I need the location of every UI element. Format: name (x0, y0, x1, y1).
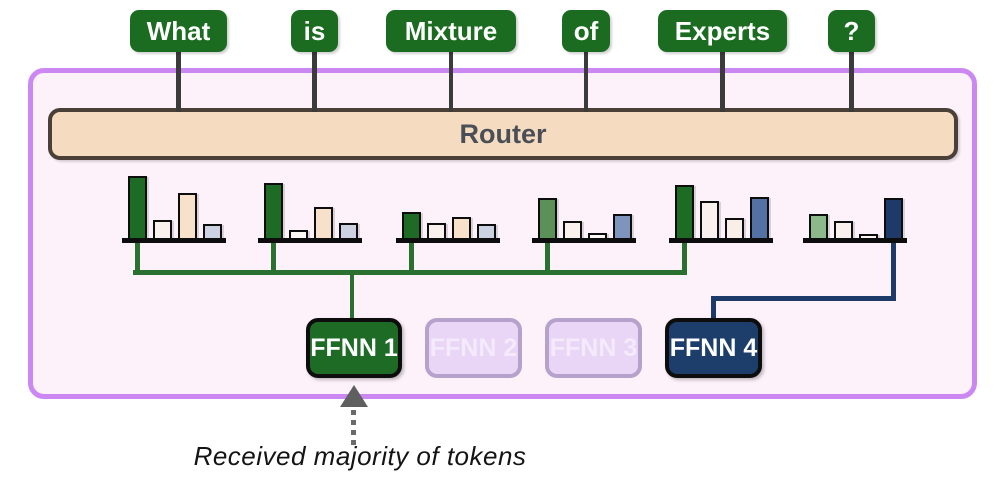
ffnn-3-box: FFNN 3 (545, 318, 642, 378)
chart-baseline (803, 238, 907, 243)
dotted-arrow-line (351, 410, 356, 447)
router-label: Router (459, 119, 547, 149)
score-bar (314, 207, 333, 240)
score-bar (402, 212, 421, 240)
ffnn-4-box: FFNN 4 (665, 318, 762, 378)
score-bar (700, 201, 719, 240)
ffnn-2-box: FFNN 2 (425, 318, 522, 378)
score-bar (675, 185, 694, 240)
annotation-caption: Received majority of tokens (193, 441, 527, 471)
score-bar (725, 218, 744, 240)
token-experts: Experts (658, 10, 787, 52)
router-box: Router (48, 108, 958, 160)
token-connector-line (176, 50, 181, 112)
token-is: is (291, 10, 338, 52)
token-connector-line (583, 50, 589, 112)
routing-drop-to-ffnn4 (711, 296, 716, 318)
chart-baseline (669, 238, 773, 243)
routing-horizontal-navy (711, 296, 894, 301)
score-bar (750, 197, 769, 240)
token-connector-line (312, 50, 317, 112)
token-connector-line (448, 50, 454, 112)
token-mixture: Mixture (386, 10, 516, 52)
chart-stem-line (271, 242, 276, 275)
chart-baseline (122, 238, 226, 243)
score-bar (153, 220, 172, 240)
token-question-mark: ? (828, 10, 875, 52)
chart-baseline (258, 238, 362, 243)
score-bar (538, 198, 557, 240)
score-bar (128, 176, 147, 240)
score-bar (613, 214, 632, 240)
chart-stem-line (891, 242, 896, 301)
routing-drop-to-ffnn1 (349, 270, 355, 318)
chart-stem-line (545, 242, 550, 275)
chart-stem-line (135, 242, 140, 275)
chart-stem-line (682, 242, 687, 275)
token-what: What (130, 10, 227, 52)
token-connector-line (720, 50, 725, 112)
arrow-up-icon (340, 385, 368, 407)
ffnn-1-box: FFNN 1 (306, 318, 402, 378)
score-bar (452, 217, 471, 240)
chart-stem-line (409, 242, 414, 275)
score-bar (884, 198, 903, 240)
chart-baseline (396, 238, 500, 243)
score-bar (264, 183, 283, 240)
chart-baseline (532, 238, 636, 243)
score-bar (178, 193, 197, 240)
token-connector-line (849, 50, 854, 112)
score-bar (809, 214, 828, 240)
token-of: of (562, 10, 610, 52)
